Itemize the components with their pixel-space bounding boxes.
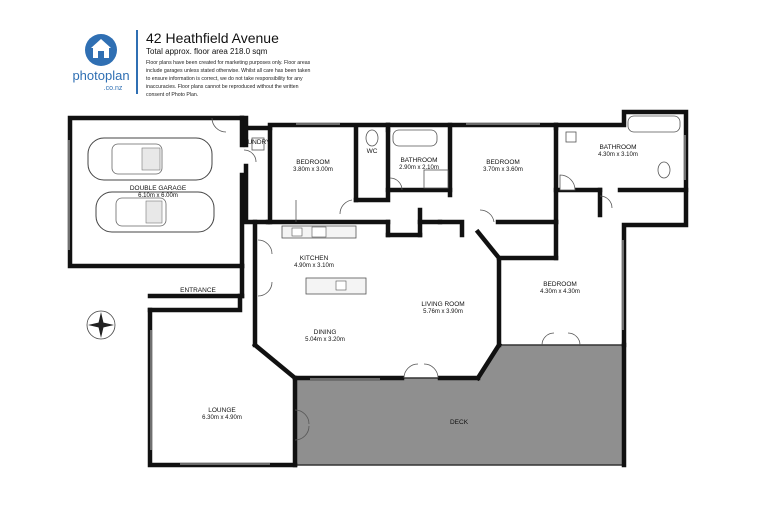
room-label-wc: WC <box>367 148 378 155</box>
room-label-bedroom3: BEDROOM <box>543 281 577 288</box>
room-label-deck: DECK <box>450 419 469 426</box>
windows <box>68 123 686 465</box>
room-dims-lounge: 6.30m x 4.90m <box>202 415 242 421</box>
deck-area <box>294 344 625 466</box>
compass-icon <box>86 310 116 340</box>
room-label-bathroom2: BATHROOM <box>599 144 636 151</box>
header: photoplan .co.nz 42 Heathfield Avenue To… <box>0 0 768 110</box>
room-dims-garage: 6.10m x 6.00m <box>138 193 178 199</box>
car-icon <box>87 137 213 181</box>
logo-divider <box>136 30 138 94</box>
room-dims-bedroom1: 3.80m x 3.00m <box>293 167 333 173</box>
car-icon <box>95 191 215 233</box>
room-label-bedroom2: BEDROOM <box>486 159 520 166</box>
room-dims-bathroom2: 4.30m x 3.10m <box>598 152 638 158</box>
room-label-kitchen: KITCHEN <box>300 255 329 262</box>
room-label-laundry: LAUNDRY <box>240 139 272 146</box>
room-dims-bathroom1: 2.90m x 2.10m <box>399 165 439 171</box>
room-dims-bedroom3: 4.30m x 4.30m <box>540 289 580 295</box>
floor-area: Total approx. floor area 218.0 sqm <box>146 47 268 56</box>
walls <box>147 109 689 468</box>
room-label-bedroom1: BEDROOM <box>296 159 330 166</box>
room-label-entrance: ENTRANCE <box>180 287 216 294</box>
room-label-dining: DINING <box>314 329 337 336</box>
property-address: 42 Heathfield Avenue <box>146 30 279 46</box>
logo-subtext: .co.nz <box>104 85 123 92</box>
room-dims-dining: 5.04m x 3.20m <box>305 337 345 343</box>
garage <box>67 115 245 269</box>
room-dims-living: 5.76m x 3.90m <box>423 309 463 315</box>
room-dims-kitchen: 4.90m x 3.10m <box>294 263 334 269</box>
fixtures <box>251 115 681 295</box>
disclaimer-text: Floor plans have been created for market… <box>146 60 311 98</box>
room-label-lounge: LOUNGE <box>208 407 236 414</box>
room-label-garage: DOUBLE GARAGE <box>130 185 187 192</box>
room-dims-bedroom2: 3.70m x 3.60m <box>483 167 523 173</box>
doors <box>211 117 613 441</box>
room-label-living: LIVING ROOM <box>421 301 464 308</box>
logo-text: photoplan <box>72 68 129 83</box>
house-logo-icon: photoplan .co.nz <box>72 34 130 92</box>
room-label-bathroom1: BATHROOM <box>400 157 437 164</box>
